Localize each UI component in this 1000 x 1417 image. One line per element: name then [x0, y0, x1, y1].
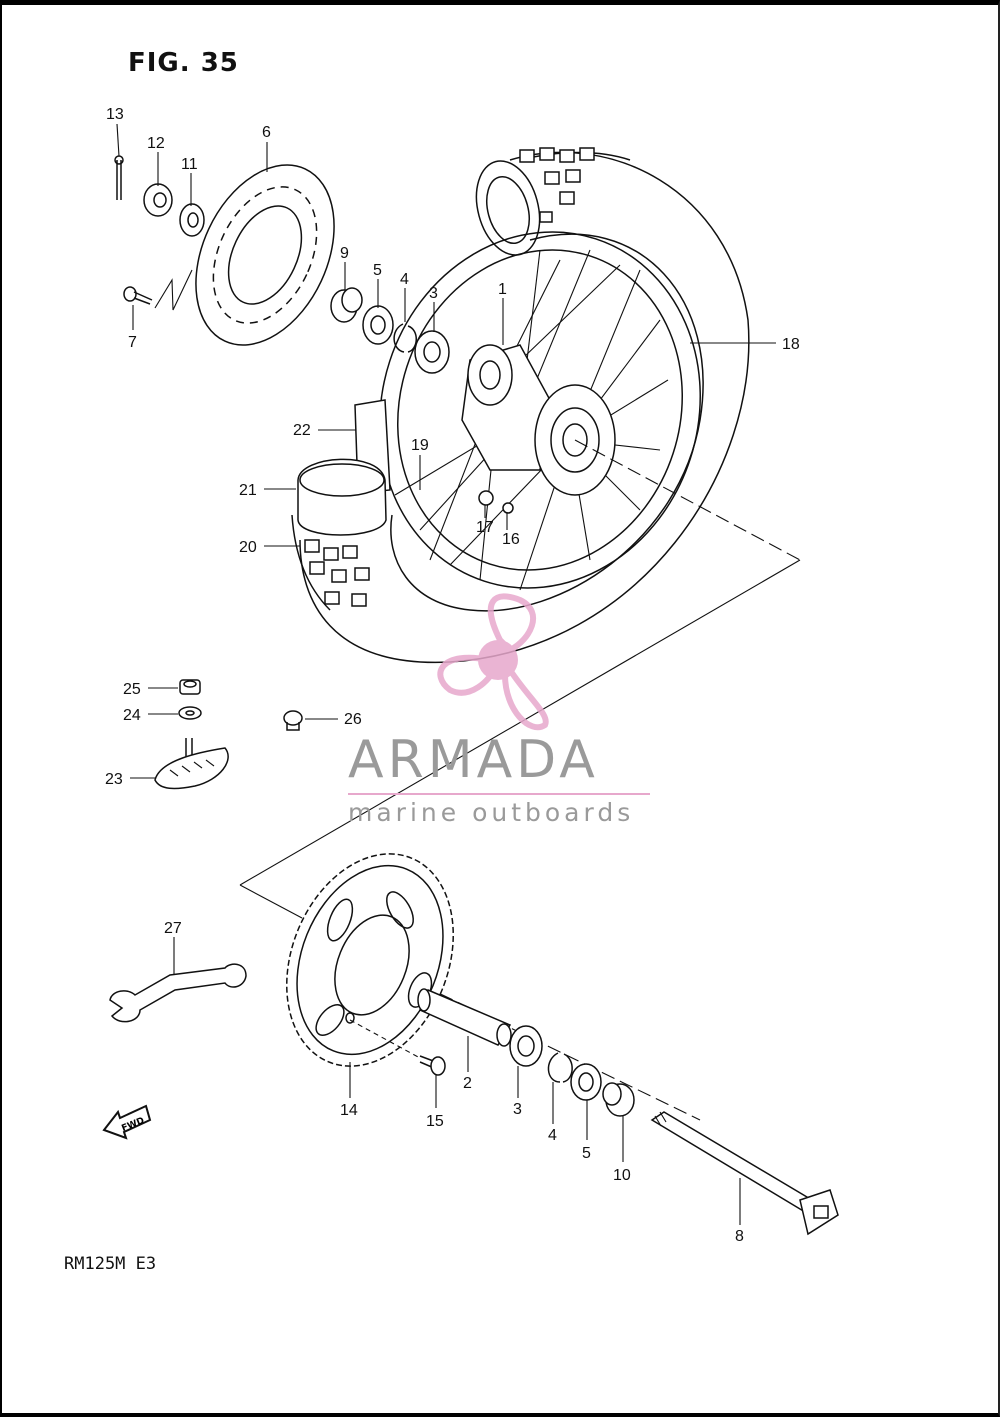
callout-4: 4	[400, 271, 409, 288]
callout-26: 26	[344, 711, 362, 728]
bolt-15	[349, 1019, 446, 1076]
washer-11	[179, 203, 205, 237]
callout-20: 20	[239, 539, 257, 556]
spanner-27	[109, 963, 247, 1023]
cotter-pin-13	[114, 155, 124, 200]
callout-13: 13	[106, 106, 124, 123]
nipples-17-16	[478, 490, 514, 514]
callout-3b: 3	[513, 1101, 522, 1118]
callout-24: 24	[123, 707, 141, 724]
watermark-brand: ARMADA	[348, 730, 599, 790]
spacer-10	[602, 1082, 635, 1117]
callout-5: 5	[373, 262, 382, 279]
bearing-3-bottom	[509, 1025, 543, 1067]
callout-2: 2	[463, 1075, 472, 1092]
sprocket-14	[286, 853, 454, 1067]
figure-title: FIG. 35	[128, 48, 239, 78]
nut-25	[179, 679, 201, 695]
callout-14: 14	[340, 1102, 358, 1119]
callout-8: 8	[735, 1228, 744, 1245]
callout-15: 15	[426, 1113, 444, 1130]
callout-16: 16	[502, 531, 520, 548]
callout-25: 25	[123, 681, 141, 698]
callout-19: 19	[411, 437, 429, 454]
callout-6: 6	[262, 124, 271, 141]
circlip-4-top	[393, 323, 417, 353]
tire-tread-top	[475, 147, 595, 256]
nut-12	[143, 183, 173, 217]
brake-disc-6	[195, 164, 335, 346]
callout-12: 12	[147, 135, 165, 152]
callout-9: 9	[340, 245, 349, 262]
leader-lines	[116, 123, 776, 1225]
circlip-4-bottom	[547, 1052, 573, 1083]
callout-23: 23	[105, 771, 123, 788]
watermark-tagline: marine outboards	[348, 798, 635, 827]
spacer-9	[330, 287, 363, 323]
callout-3: 3	[429, 285, 438, 302]
hub-1	[461, 344, 616, 496]
fwd-arrow-icon: FWD	[102, 1104, 152, 1140]
callout-27: 27	[164, 920, 182, 937]
watermark-rule	[348, 793, 650, 795]
propeller-logo-icon	[437, 593, 549, 730]
callout-1: 1	[498, 281, 507, 298]
callout-4b: 4	[548, 1127, 557, 1144]
rim-lock-23	[154, 738, 229, 790]
bolt-7	[123, 269, 193, 311]
axle-8	[650, 1111, 839, 1236]
bearing-3-top	[414, 330, 450, 374]
callout-11: 11	[181, 156, 198, 173]
rim-band-22-tube-21-tire-20	[291, 399, 391, 611]
callout-17: 17	[476, 519, 494, 536]
callout-18: 18	[782, 336, 800, 353]
callout-5b: 5	[582, 1145, 591, 1162]
callout-22: 22	[293, 422, 311, 439]
callout-10: 10	[613, 1167, 631, 1184]
callout-7: 7	[128, 334, 137, 351]
oil-seal-5-top	[362, 305, 394, 345]
cap-26	[283, 710, 303, 731]
callout-numbers: 13 12 11 6 9 5 4 3 1 18 7 22 19 21 17 16…	[105, 106, 800, 1245]
rim	[379, 231, 701, 589]
spacer-2	[417, 988, 512, 1047]
model-code: RM125M E3	[64, 1254, 157, 1274]
callout-21: 21	[239, 482, 257, 499]
oil-seal-5-bottom	[570, 1063, 602, 1101]
washer-24	[178, 706, 202, 720]
